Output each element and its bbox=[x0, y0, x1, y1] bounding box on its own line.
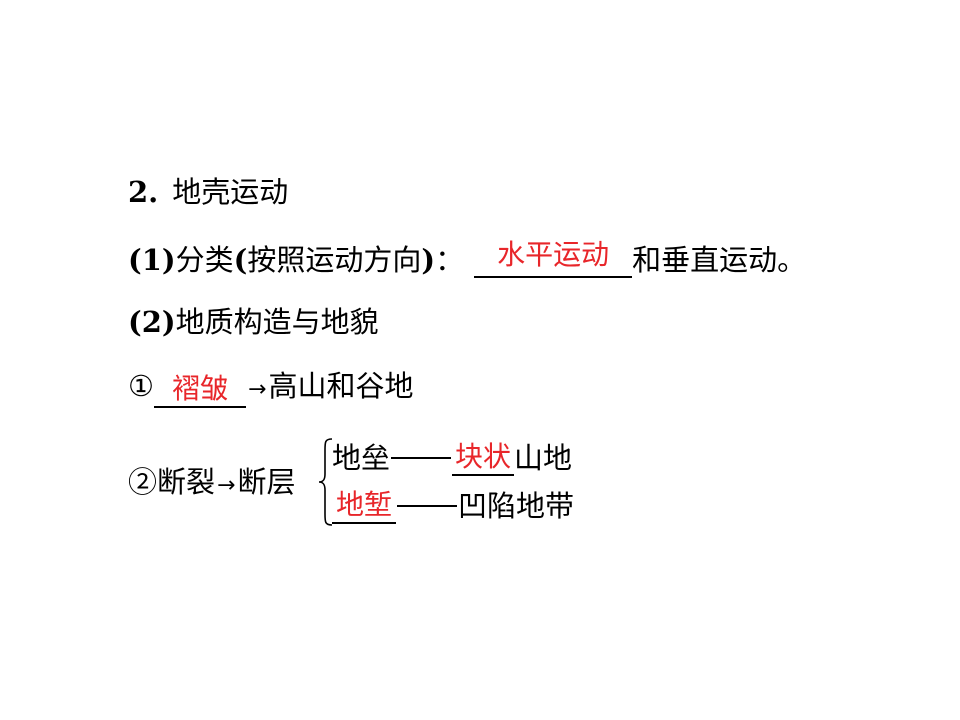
graben-result: 凹陷地带 bbox=[458, 489, 575, 523]
answer-fold: 褶皱 bbox=[171, 372, 228, 405]
answer-blank-fold: 褶皱 bbox=[154, 372, 246, 408]
section-heading: 2. 地壳运动 bbox=[128, 174, 288, 210]
answer-horst: 块状 bbox=[455, 440, 512, 473]
item2-label: 地质构造与地貌 bbox=[175, 305, 379, 339]
heading-title: 地壳运动 bbox=[172, 175, 289, 209]
item-fold: ① 褶皱 →高山和谷地 bbox=[128, 368, 413, 408]
item1-paren-open: ( bbox=[233, 243, 248, 277]
item2-prefix: (2) bbox=[128, 305, 176, 339]
item1-label: 分类 bbox=[175, 243, 234, 277]
fault-brace-group: 地垒 块状山地 地堑 凹陷地带 bbox=[318, 436, 618, 528]
arrow-icon: → bbox=[217, 473, 236, 498]
item-fault: ②断裂→断层 bbox=[128, 464, 295, 504]
horst-label: 地垒 bbox=[332, 441, 391, 475]
answer-blank-horst: 块状 bbox=[452, 440, 515, 476]
horst-line: 地垒 块状山地 bbox=[332, 440, 572, 476]
dash-separator bbox=[391, 457, 452, 459]
fold-marker: ① bbox=[128, 369, 154, 403]
item1-paren-close: ) bbox=[421, 243, 436, 277]
item1-suffix: 和垂直运动。 bbox=[632, 243, 807, 277]
fold-result: 高山和谷地 bbox=[268, 369, 414, 403]
item-classification: (1)分类(按照运动方向)： 水平运动和垂直运动。 bbox=[128, 240, 807, 278]
dash-separator bbox=[397, 505, 457, 507]
item-geological-structure: (2)地质构造与地貌 bbox=[128, 304, 379, 340]
fault-type: 断层 bbox=[237, 465, 296, 499]
graben-line: 地堑 凹陷地带 bbox=[332, 488, 574, 524]
item1-paren-text: 按照运动方向 bbox=[247, 243, 422, 277]
answer-blank-graben: 地堑 bbox=[332, 488, 396, 524]
answer-graben: 地堑 bbox=[335, 488, 392, 521]
horst-result: 山地 bbox=[514, 441, 573, 475]
fault-marker: ② bbox=[128, 465, 158, 499]
item1-prefix: (1) bbox=[128, 243, 176, 277]
answer-horizontal-movement: 水平运动 bbox=[497, 238, 610, 271]
brace-icon bbox=[318, 438, 333, 526]
fault-label: 断裂 bbox=[157, 465, 216, 499]
heading-number: 2. bbox=[128, 175, 159, 209]
arrow-icon: → bbox=[248, 377, 267, 402]
item1-colon: ： bbox=[435, 243, 465, 277]
answer-blank-horizontal-movement: 水平运动 bbox=[474, 240, 633, 278]
